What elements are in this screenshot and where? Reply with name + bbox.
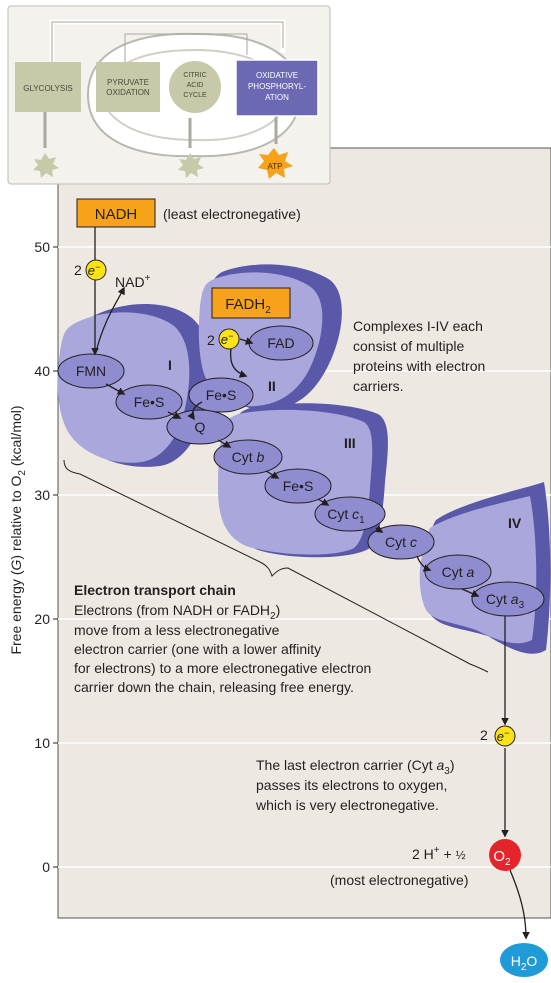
nadh-box xyxy=(76,198,156,228)
oxphos-label-1: OXIDATIVE xyxy=(256,71,298,80)
water-circle: H2O xyxy=(500,943,548,977)
svg-text:H2O: H2O xyxy=(511,953,538,973)
electron-count-final: 2 xyxy=(480,727,488,743)
svg-text:e−: e− xyxy=(497,728,510,744)
svg-text:move from a less electronegati: move from a less electronegative xyxy=(74,622,280,638)
fes-i-label: Fe•S xyxy=(134,394,165,410)
svg-text:e−: e− xyxy=(221,331,234,347)
y-axis-label: Free energy (G) relative to O2 (kcal/mol… xyxy=(8,405,28,654)
etc-heading: Electron transport chain xyxy=(74,582,236,598)
cyt-c-label: Cyt c xyxy=(385,534,417,550)
carrier-fes-ii: Fe•S xyxy=(188,377,254,413)
pyruvate-label-2: OXIDATION xyxy=(106,88,150,97)
oxphos-label-3: ATION xyxy=(265,93,289,102)
cyt-a3-label: Cyt a3 xyxy=(486,591,525,611)
glycolysis-label: GLYCOLYSIS xyxy=(23,84,73,93)
fad-label: FAD xyxy=(267,335,294,351)
carrier-fes-iii: Fe•S xyxy=(264,468,332,504)
glycolysis-box xyxy=(15,62,81,112)
carrier-cyt-c1: Cyt c1 xyxy=(314,496,386,532)
fes-iii-label: Fe•S xyxy=(283,478,314,494)
tick-label: 40 xyxy=(34,363,50,379)
tick-marks xyxy=(53,246,58,868)
svg-text:electron carrier (one with a l: electron carrier (one with a lower affin… xyxy=(74,641,321,657)
carrier-fes-i: Fe•S xyxy=(115,384,183,420)
pyruvate-box xyxy=(96,62,160,112)
tick-label: 30 xyxy=(34,487,50,503)
electron-icon-ii: e− xyxy=(218,328,240,350)
carrier-fad: FAD xyxy=(248,325,314,361)
svg-text:The last electron carrier (Cyt: The last electron carrier (Cyt a3) xyxy=(256,757,455,777)
svg-text:carriers.: carriers. xyxy=(353,378,404,394)
fmn-label: FMN xyxy=(76,363,106,379)
cyt-b-label: Cyt b xyxy=(232,449,265,465)
complex-iv-label: IV xyxy=(508,515,522,531)
svg-text:proteins with electron: proteins with electron xyxy=(353,358,485,374)
last-carrier-note: The last electron carrier (Cyt a3) passe… xyxy=(255,757,455,813)
carrier-cyt-b: Cyt b xyxy=(213,439,283,475)
q-label: Q xyxy=(195,419,206,435)
carrier-q: Q xyxy=(166,409,234,445)
fadh2-label: FADH2 xyxy=(225,296,271,316)
y-axis: 50 40 30 20 10 0 xyxy=(34,239,50,875)
citric-label-1: CITRIC xyxy=(183,72,206,79)
fadh2-box xyxy=(211,287,291,319)
carrier-cyt-a: Cyt a xyxy=(424,554,492,590)
oxphos-label-2: PHOSPHORYL- xyxy=(248,82,306,91)
tick-label: 0 xyxy=(42,859,50,875)
chain-bracket xyxy=(63,459,489,673)
svg-text:carrier down the chain, releas: carrier down the chain, releasing free e… xyxy=(74,679,354,695)
nadh-label: NADH xyxy=(95,206,138,223)
svg-text:Electrons (from NADH or FADH2): Electrons (from NADH or FADH2) xyxy=(74,602,280,622)
citric-label-2: ACID xyxy=(187,82,204,89)
atp-label: ATP xyxy=(268,162,283,171)
electron-count-ii: 2 xyxy=(207,332,215,348)
atp-burst-citric xyxy=(178,153,204,178)
tick-label: 50 xyxy=(34,239,50,255)
electron-flow-arrows xyxy=(91,227,530,940)
svg-text:e−: e− xyxy=(88,262,101,278)
electron-icon: e− xyxy=(85,259,107,281)
oxygen-circle: O2 xyxy=(489,839,521,871)
inset-overview: GLYCOLYSIS PYRUVATE OXIDATION CITRIC ACI… xyxy=(7,5,331,185)
citric-label-3: CYCLE xyxy=(183,92,207,99)
tick-label: 10 xyxy=(34,735,50,751)
atp-burst-glycolysis xyxy=(33,153,59,178)
electron-icon-final: e− xyxy=(494,725,516,747)
fes-ii-label: Fe•S xyxy=(206,387,237,403)
svg-text:Complexes I-IV each: Complexes I-IV each xyxy=(353,318,483,334)
citric-acid-cycle xyxy=(165,57,225,117)
oxphos-box xyxy=(235,59,319,117)
carrier-cyt-a3: Cyt a3 xyxy=(471,581,545,617)
complex-i-label: I xyxy=(168,357,172,373)
complexes-note: Complexes I-IV each consist of multiple … xyxy=(353,318,485,394)
carrier-cyt-c: Cyt c xyxy=(367,524,435,560)
svg-text:passes its electrons to oxygen: passes its electrons to oxygen, xyxy=(256,777,447,793)
complex-ii-label: II xyxy=(268,378,276,394)
complex-iii-label: III xyxy=(344,435,356,451)
electron-count: 2 xyxy=(74,262,82,278)
etc-description: Electrons (from NADH or FADH2) move from… xyxy=(74,602,371,695)
svg-text:which is very electronegative.: which is very electronegative. xyxy=(255,797,439,813)
nadh-note: (least electronegative) xyxy=(163,206,301,222)
nad-plus-label: NAD+ xyxy=(115,273,151,290)
cyt-a-label: Cyt a xyxy=(442,564,475,580)
svg-text:O2: O2 xyxy=(493,848,511,868)
pyruvate-label-1: PYRUVATE xyxy=(107,78,149,87)
carrier-fmn: FMN xyxy=(57,353,125,389)
tick-label: 20 xyxy=(34,611,50,627)
svg-text:for electrons) to a more elect: for electrons) to a more electronegative… xyxy=(74,660,371,676)
oxygen-note: (most electronegative) xyxy=(330,872,469,888)
atp-burst-oxphos xyxy=(258,148,293,179)
cyt-c1-label: Cyt c1 xyxy=(327,506,365,526)
svg-text:consist of multiple: consist of multiple xyxy=(353,338,464,354)
hydrogen-ions-label: 2 H+ + ½ xyxy=(412,845,466,862)
